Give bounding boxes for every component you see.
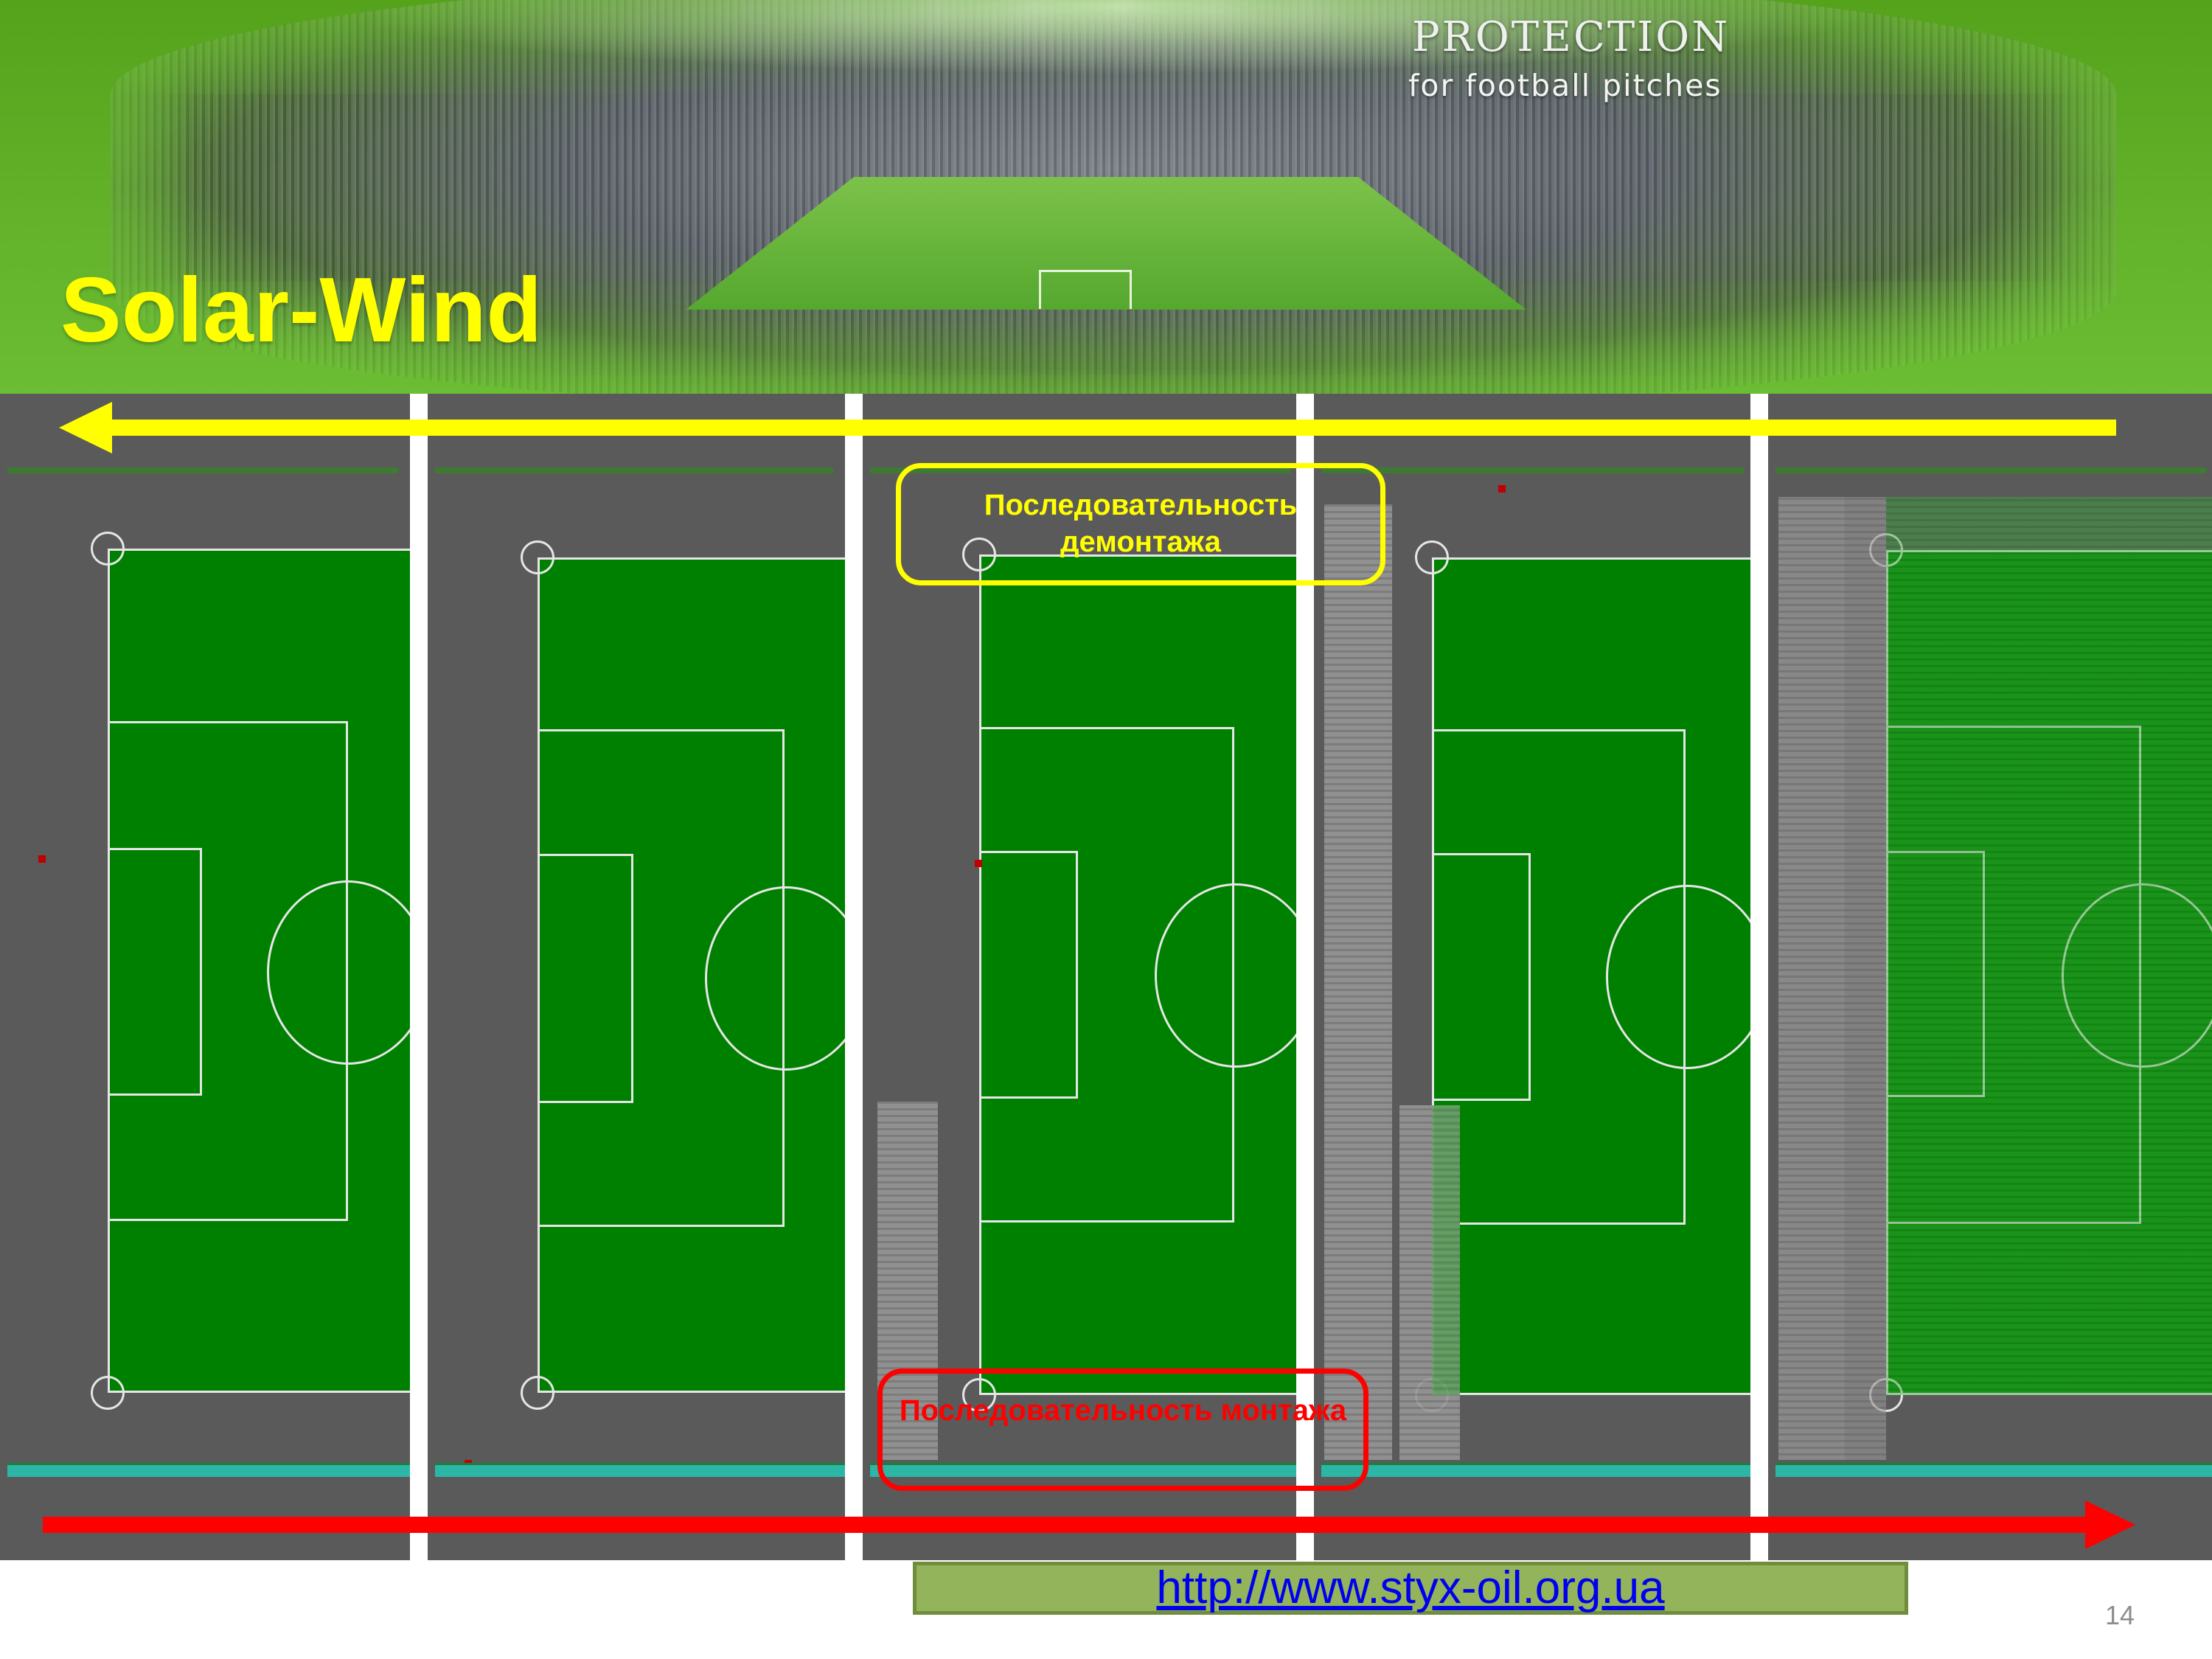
marker: [1498, 485, 1506, 493]
top-rail: [7, 467, 398, 473]
penalty-arc: [705, 886, 845, 1071]
top-rail: [1775, 467, 2206, 473]
cover-strip-on-pitch: [1432, 1105, 1460, 1395]
brand-subtitle: for football pitches: [1408, 68, 1722, 103]
panel-separator: [410, 394, 428, 1560]
pitch-panel-4: [1314, 394, 1750, 1560]
corner-arc: [962, 1378, 996, 1412]
slide-number: 14: [2105, 1600, 2135, 1630]
assembly-callout: [877, 1368, 1368, 1491]
cover-strip: [1399, 1105, 1460, 1460]
corner-arc: [91, 532, 125, 566]
pitch-panel-2: [428, 394, 845, 1560]
corner-arc: [521, 540, 554, 574]
goal-area: [538, 854, 633, 1103]
goal-area: [979, 851, 1078, 1099]
pitch-panel-1: [0, 394, 410, 1560]
marker: [38, 855, 46, 863]
bottom-rail: [1321, 1463, 1750, 1477]
goal-area: [1886, 851, 1985, 1097]
corner-arc: [1415, 540, 1449, 574]
penalty-arc: [267, 880, 410, 1065]
penalty-arc: [1606, 885, 1750, 1069]
brand-title: PROTECTION: [1412, 13, 1731, 61]
penalty-arc: [1155, 883, 1296, 1068]
goal-area: [108, 848, 202, 1096]
corner-arc: [521, 1376, 554, 1410]
top-rail: [870, 467, 1290, 473]
stadium-pitch: [686, 177, 1526, 310]
penalty-arc: [2062, 883, 2212, 1068]
bottom-rail: [870, 1463, 1296, 1477]
cover-strip: [877, 1102, 938, 1460]
bottom-rail: [1775, 1463, 2212, 1477]
pitch-panel-5: [1768, 394, 2212, 1560]
cover-strip: [1324, 504, 1392, 1460]
marker: [975, 860, 982, 867]
bottom-rail: [435, 1463, 845, 1477]
cover-strip-on-pitch: [1886, 497, 2212, 1395]
panel-separator: [1296, 394, 1314, 1560]
corner-arc: [91, 1376, 125, 1410]
pitch-panel-3: [863, 394, 1296, 1560]
corner-arc: [962, 538, 996, 571]
assembly-label: Последовательность монтажа: [899, 1394, 1347, 1427]
panel-separator: [1750, 394, 1768, 1560]
top-rail: [435, 467, 833, 473]
top-rail: [1321, 467, 1745, 473]
pitch-diagram: [0, 394, 2212, 1560]
bottom-rail: [7, 1463, 410, 1477]
goal-area: [1432, 853, 1531, 1101]
slide-title: Solar-Wind: [60, 260, 543, 361]
header-banner: PROTECTION for football pitches Solar-Wi…: [0, 0, 2212, 394]
disassembly-callout: [896, 463, 1385, 585]
disassembly-label: Последовательность демонтажа: [984, 489, 1298, 558]
cover-strip: [1845, 497, 1886, 1460]
cover-strip: [1778, 497, 1845, 1460]
url-banner: http://www.styx-oil.org.ua: [913, 1562, 1908, 1615]
website-link[interactable]: http://www.styx-oil.org.ua: [1156, 1562, 1665, 1613]
panel-separator: [845, 394, 863, 1560]
